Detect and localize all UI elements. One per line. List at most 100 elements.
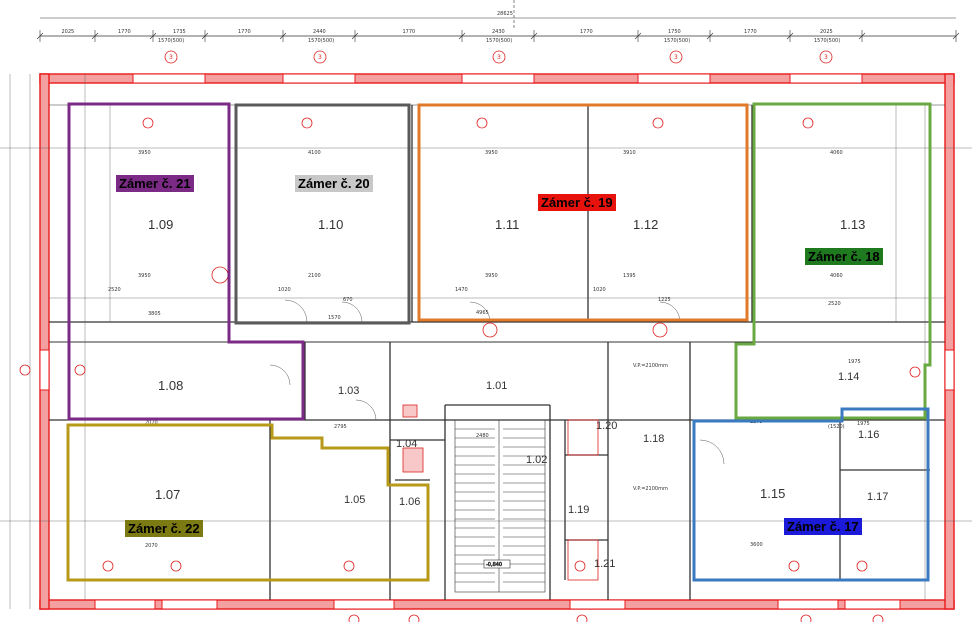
intent-label-19: Zámer č. 19 [538, 194, 616, 211]
room-number: 1.12 [633, 217, 658, 232]
dimension-slash [530, 32, 538, 40]
room-dimension: 1975 [857, 421, 870, 427]
intent-label-17-text: Zámer č. 17 [787, 519, 859, 534]
intent-22-outline [66, 423, 430, 582]
top-dimension-value: 2430 [492, 29, 505, 35]
room-dimension: 1570 [328, 315, 341, 321]
room-dimension: 4060 [830, 150, 843, 156]
stair-level: -0,840 [486, 562, 502, 568]
exterior-walls [39, 73, 955, 610]
room-number: 1.17 [867, 491, 888, 503]
room-number: 1.16 [858, 429, 879, 441]
intent-label-18-text: Zámer č. 18 [808, 249, 880, 264]
top-dimension-value: 1770 [580, 29, 593, 35]
overall-dimension: 28625 [497, 11, 513, 17]
room-dimension: 3950 [485, 150, 498, 156]
top-dimension-value: 2440 [313, 29, 326, 35]
top-sub-dimension: 1570(500) [486, 38, 512, 44]
top-dimension-value: 1770 [118, 29, 131, 35]
door-swings [269, 299, 725, 465]
dimension-slash [279, 32, 287, 40]
room-dimension: 3600 [750, 542, 763, 548]
room-dimension: 3910 [623, 150, 636, 156]
room-dimension: 4060 [830, 273, 843, 279]
top-dimension-value: 1735 [173, 29, 186, 35]
intent-19-outline [417, 103, 749, 322]
axis-markers [19, 50, 921, 622]
top-dimension-value: 1750 [668, 29, 681, 35]
room-number: 1.19 [568, 504, 589, 516]
room-dimension: 2070 [145, 543, 158, 549]
room-number: 1.06 [399, 496, 420, 508]
dimension-slash [36, 32, 44, 40]
room-number: 1.18 [643, 433, 664, 445]
intent-18-outline [734, 102, 932, 420]
top-sub-dimension: 1570(500) [664, 38, 690, 44]
top-sub-dimension: 1570(500) [158, 38, 184, 44]
top-sub-dimension: 1570(500) [308, 38, 334, 44]
intent-label-20-text: Zámer č. 20 [298, 176, 370, 191]
room-dimension: 2795 [334, 424, 347, 430]
room-dimension: 2100 [308, 273, 321, 279]
room-number: 1.13 [840, 217, 865, 232]
dimension-slash [149, 32, 157, 40]
room-number: 1.02 [526, 454, 547, 466]
intent-20-outline [234, 103, 411, 325]
room-number: 1.07 [155, 487, 180, 502]
intent-label-20: Zámer č. 20 [295, 175, 373, 192]
dimension-slash [858, 32, 866, 40]
dimension-slash [91, 32, 99, 40]
room-dimension: V.P.=2100mm [633, 363, 668, 369]
room-dimension: 3950 [485, 273, 498, 279]
stair-level-box [483, 559, 511, 569]
intent-label-22-text: Zámer č. 22 [128, 521, 200, 536]
intent-label-18: Zámer č. 18 [805, 248, 883, 265]
axis-marker-label: 3 [824, 54, 828, 61]
axis-marker-label: 3 [674, 54, 678, 61]
room-dimension: 1020 [278, 287, 291, 293]
room-number: 1.20 [596, 420, 617, 432]
intent-label-22: Zámer č. 22 [125, 520, 203, 537]
room-dimension: 1020 [593, 287, 606, 293]
top-dimension-value: 1770 [744, 29, 757, 35]
intent-label-21-text: Zámer č. 21 [119, 176, 191, 191]
staircase: -0,840 [454, 419, 546, 593]
room-labels: 1.093950395025201.104100210010206701.113… [108, 150, 888, 570]
room-number: 1.15 [760, 486, 785, 501]
axis-marker-label: 3 [318, 54, 322, 61]
service-symbols [402, 404, 599, 581]
room-dimension: 4965 [476, 310, 489, 316]
room-dimension: V.P.=2100mm [633, 486, 668, 492]
dimension-slash [706, 32, 714, 40]
room-dimension: 3950 [138, 273, 151, 279]
top-dimension-value: 1770 [403, 29, 416, 35]
intent-outlines [66, 102, 932, 582]
top-dimension-value: 1770 [238, 29, 251, 35]
top-dimension-chain: 28625 2025 1770 1735 1770 2440 1770 2430 1770 17… [36, 0, 960, 44]
dimension-slash [634, 32, 642, 40]
room-dimension: 2480 [476, 433, 489, 439]
stair-outline [454, 419, 546, 593]
room-number: 1.14 [838, 371, 859, 383]
intent-label-21: Zámer č. 21 [116, 175, 194, 192]
intent-label-17: Zámer č. 17 [784, 518, 862, 535]
top-sub-dimension: 1570(500) [814, 38, 840, 44]
room-number: 1.21 [594, 558, 615, 570]
top-dimension-value: 2025 [62, 29, 75, 35]
room-dimension: 1975 [848, 359, 861, 365]
room-dimension: 670 [343, 297, 353, 303]
room-number: 1.01 [486, 380, 507, 392]
room-number: 1.05 [344, 494, 365, 506]
intent-label-19-text: Zámer č. 19 [541, 195, 613, 210]
room-number: 1.09 [148, 217, 173, 232]
room-dimension: 1395 [623, 273, 636, 279]
room-number: 1.04 [396, 438, 417, 450]
intent-17-outline [692, 407, 930, 582]
room-dimension: 3805 [148, 311, 161, 317]
room-dimension: 1470 [455, 287, 468, 293]
axis-marker-label: 3 [497, 54, 501, 61]
room-dimension: 3950 [138, 150, 151, 156]
dimension-slash [351, 32, 359, 40]
